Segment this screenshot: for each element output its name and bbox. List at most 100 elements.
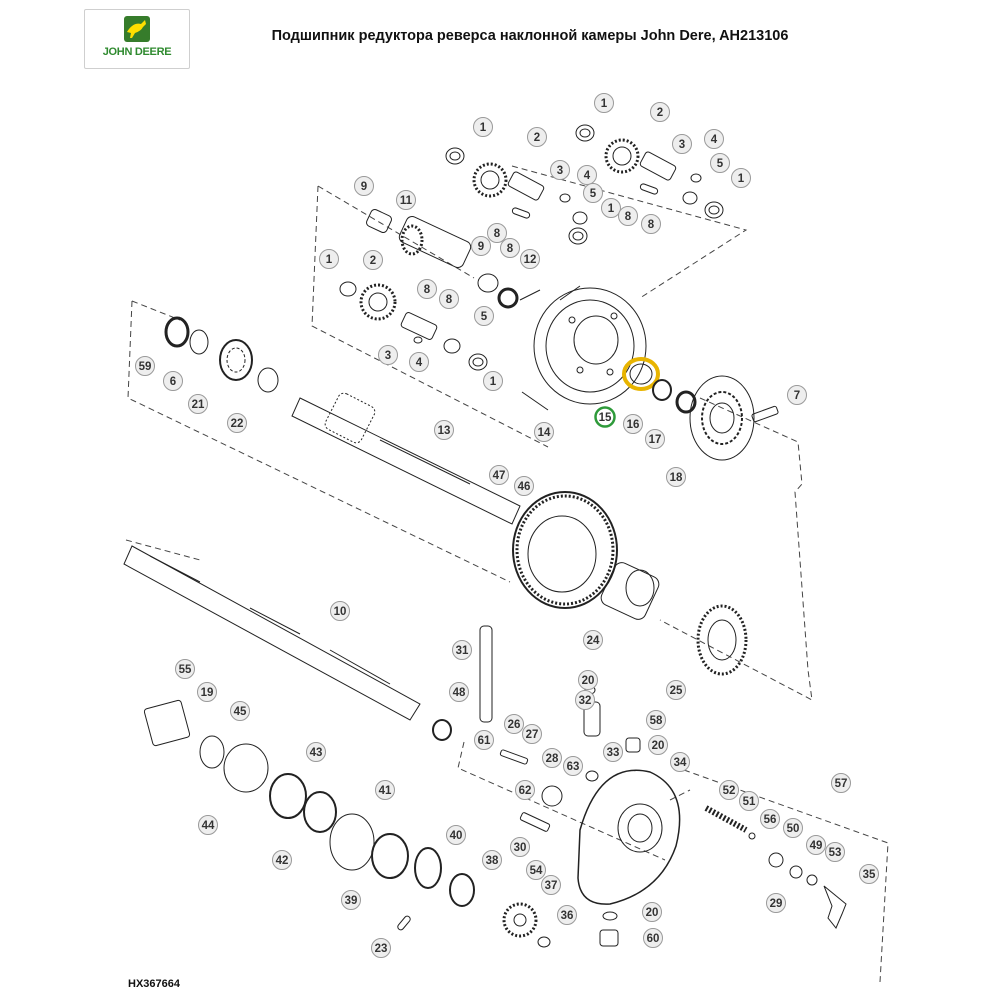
- callout-8: 8: [487, 223, 507, 243]
- callout-60: 60: [643, 928, 663, 948]
- callout-2: 2: [363, 250, 383, 270]
- callout-label: 8: [648, 219, 655, 231]
- callout-41: 41: [375, 780, 395, 800]
- callout-label: 29: [770, 898, 783, 910]
- callout-label: 50: [787, 823, 800, 835]
- callout-14: 14: [534, 422, 554, 442]
- callout-label: 1: [480, 122, 487, 134]
- callout-label: 20: [652, 740, 665, 752]
- callout-18: 18: [666, 467, 686, 487]
- callout-45: 45: [230, 701, 250, 721]
- shaft-13: [291, 392, 521, 525]
- callout-8: 8: [439, 289, 459, 309]
- callout-55: 55: [175, 659, 195, 679]
- callout-label: 1: [601, 98, 608, 110]
- callout-label: 54: [530, 865, 543, 877]
- ring-gear-47: [512, 491, 618, 609]
- callout-label: 4: [711, 134, 718, 146]
- callout-label: 51: [743, 796, 756, 808]
- callout-1: 1: [483, 371, 503, 391]
- callout-label: 44: [202, 820, 215, 832]
- callout-22: 22: [227, 413, 247, 433]
- callout-49: 49: [806, 835, 826, 855]
- callout-label: 5: [481, 311, 488, 323]
- callout-label: 27: [526, 729, 539, 741]
- callout-label: 8: [494, 228, 501, 240]
- callout-label: 32: [579, 695, 592, 707]
- callout-label: 49: [810, 840, 823, 852]
- callout-label: 30: [514, 842, 527, 854]
- callout-3: 3: [378, 345, 398, 365]
- callout-5: 5: [583, 183, 603, 203]
- callout-50: 50: [783, 818, 803, 838]
- callout-31: 31: [452, 640, 472, 660]
- callout-label: 53: [829, 847, 842, 859]
- spring-valve-group: [704, 805, 847, 929]
- callout-label: 12: [524, 254, 537, 266]
- callout-27: 27: [522, 724, 542, 744]
- callout-label: 18: [670, 472, 683, 484]
- callout-9: 9: [471, 236, 491, 256]
- callout-48: 48: [449, 682, 469, 702]
- callout-33: 33: [603, 742, 623, 762]
- callout-label: 63: [567, 761, 580, 773]
- callout-8: 8: [641, 214, 661, 234]
- callout-3: 3: [550, 160, 570, 180]
- callout-10: 10: [330, 601, 350, 621]
- callout-label: 55: [179, 664, 192, 676]
- callout-7: 7: [787, 385, 807, 405]
- callout-46: 46: [514, 476, 534, 496]
- callout-13: 13: [434, 420, 454, 440]
- callout-label: 2: [657, 107, 663, 119]
- callout-label: 11: [400, 195, 413, 207]
- callout-label: 19: [201, 687, 214, 699]
- callout-25: 25: [666, 680, 686, 700]
- logo-wordmark: JOHN DEERE: [102, 46, 172, 58]
- callout-15: 15: [594, 406, 616, 428]
- callout-4: 4: [577, 165, 597, 185]
- callout-17: 17: [645, 429, 665, 449]
- callout-label: 21: [192, 399, 205, 411]
- callout-1: 1: [731, 168, 751, 188]
- callout-label: 14: [538, 427, 551, 439]
- callout-label: 17: [649, 434, 662, 446]
- callout-label: 34: [674, 757, 687, 769]
- callout-label: 5: [590, 188, 597, 200]
- john-deere-logo: JOHN DEERE: [84, 9, 190, 69]
- callout-61: 61: [474, 730, 494, 750]
- callout-1: 1: [601, 198, 621, 218]
- callout-label: 60: [647, 933, 660, 945]
- callout-label: 33: [607, 747, 620, 759]
- callout-35: 35: [859, 864, 879, 884]
- callout-label: 28: [546, 753, 559, 765]
- callout-label: 45: [234, 706, 247, 718]
- callout-26: 26: [504, 714, 524, 734]
- callout-label: 1: [738, 173, 745, 185]
- callout-label: 62: [519, 785, 532, 797]
- deer-icon: [124, 16, 150, 42]
- callout-32: 32: [575, 690, 595, 710]
- callout-label: 15: [599, 412, 612, 424]
- callout-20: 20: [648, 735, 668, 755]
- callout-9: 9: [354, 176, 374, 196]
- callout-4: 4: [409, 352, 429, 372]
- callout-label: 37: [545, 880, 558, 892]
- callout-label: 5: [717, 158, 724, 170]
- callout-38: 38: [482, 850, 502, 870]
- callout-59: 59: [135, 356, 155, 376]
- callout-51: 51: [739, 791, 759, 811]
- callout-label: 10: [334, 606, 347, 618]
- housing-14: [519, 285, 647, 411]
- callout-34: 34: [670, 752, 690, 772]
- callout-21: 21: [188, 394, 208, 414]
- callout-label: 40: [450, 830, 463, 842]
- cover-34: [577, 769, 681, 905]
- callout-label: 42: [276, 855, 289, 867]
- callout-label: 8: [625, 211, 632, 223]
- callout-1: 1: [594, 93, 614, 113]
- callout-3: 3: [672, 134, 692, 154]
- callout-4: 4: [704, 129, 724, 149]
- callout-label: 6: [170, 376, 176, 388]
- callout-label: 26: [508, 719, 521, 731]
